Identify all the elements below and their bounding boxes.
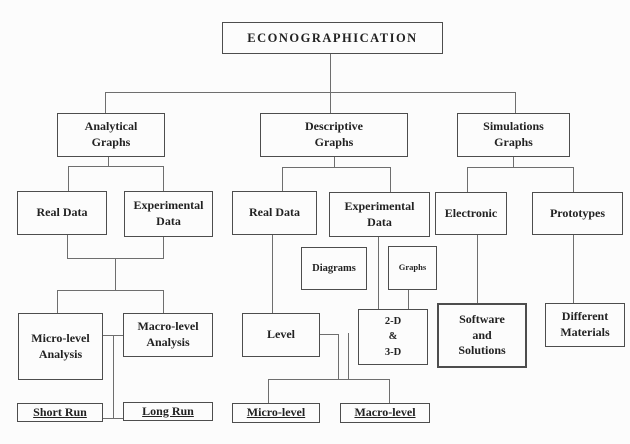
connector-line: [573, 235, 574, 303]
connector-line: [67, 235, 68, 258]
connector-line: [268, 379, 269, 403]
node-prototypes: Prototypes: [532, 192, 623, 235]
node-software-and-solutions: Software and Solutions: [437, 303, 527, 368]
node-experimental-data-analytical: Experimental Data: [124, 191, 213, 237]
connector-line: [378, 237, 379, 309]
connector-line: [408, 290, 409, 309]
connector-line: [389, 379, 390, 403]
connector-line: [320, 334, 339, 335]
connector-line: [348, 333, 349, 379]
node-level: Level: [242, 313, 320, 357]
connector-line: [268, 379, 390, 380]
connector-line: [163, 290, 164, 313]
node-macro-level-analysis: Macro-level Analysis: [123, 313, 213, 357]
connector-line: [515, 92, 516, 113]
connector-line: [338, 334, 339, 379]
connector-line: [272, 235, 273, 313]
connector-line: [113, 335, 114, 418]
node-descriptive-graphs: Descriptive Graphs: [260, 113, 408, 157]
node-2d-and-3d: 2-D & 3-D: [358, 309, 428, 365]
node-graphs: Graphs: [388, 246, 437, 290]
connector-line: [330, 92, 331, 113]
connector-line: [108, 157, 109, 166]
connector-line: [467, 167, 574, 168]
connector-line: [163, 237, 164, 258]
connector-line: [68, 166, 69, 191]
connector-line: [513, 157, 514, 167]
connector-line: [467, 167, 468, 192]
node-short-run: Short Run: [17, 403, 103, 422]
connector-line: [477, 235, 478, 303]
connector-line: [57, 290, 164, 291]
node-electronic: Electronic: [435, 192, 507, 235]
connector-line: [103, 418, 123, 419]
connector-line: [573, 167, 574, 192]
node-different-materials: Different Materials: [545, 303, 625, 347]
connector-line: [334, 157, 335, 167]
node-long-run: Long Run: [123, 402, 213, 421]
connector-line: [105, 92, 106, 113]
node-macro-level: Macro-level: [340, 403, 430, 423]
connector-line: [57, 290, 58, 313]
connector-line: [105, 92, 516, 93]
connector-line: [282, 167, 283, 191]
connector-line: [163, 166, 164, 191]
node-diagrams: Diagrams: [301, 247, 367, 290]
connector-line: [282, 167, 391, 168]
connector-line: [115, 258, 116, 290]
node-micro-level: Micro-level: [232, 403, 320, 423]
node-real-data-descriptive: Real Data: [232, 191, 317, 235]
node-real-data-analytical: Real Data: [17, 191, 107, 235]
connector-line: [68, 166, 164, 167]
node-simulations-graphs: Simulations Graphs: [457, 113, 570, 157]
connector-line: [330, 54, 331, 92]
node-analytical-graphs: Analytical Graphs: [57, 113, 165, 157]
node-econographication: ECONOGRAPHICATION: [222, 22, 443, 54]
node-experimental-data-descriptive: Experimental Data: [329, 192, 430, 237]
node-micro-level-analysis: Micro-level Analysis: [18, 313, 103, 380]
connector-line: [390, 167, 391, 192]
